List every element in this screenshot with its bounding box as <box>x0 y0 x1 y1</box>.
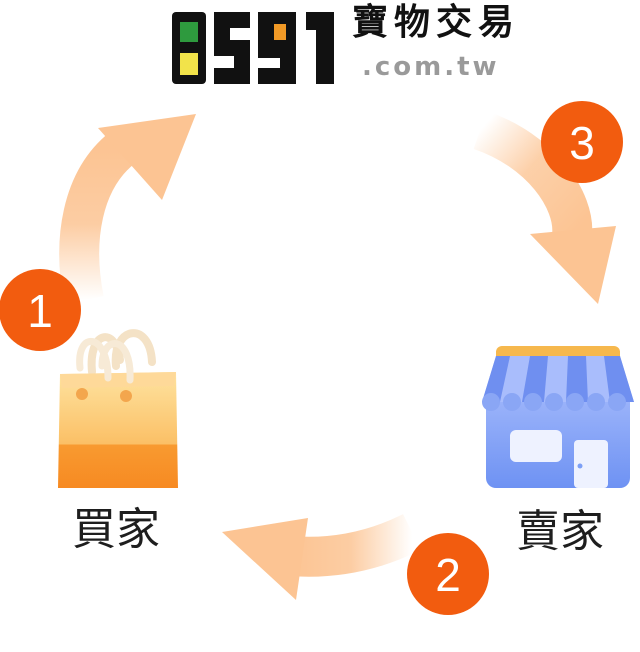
logo-digit-1 <box>306 12 334 84</box>
step-number: 3 <box>569 117 595 169</box>
logo-digit-9 <box>258 12 296 84</box>
logo-digits <box>172 12 334 84</box>
arrow-platform-to-seller <box>473 111 616 304</box>
logo-digit-5 <box>214 12 250 84</box>
step-badge-3: 3 <box>541 101 623 183</box>
step-number: 1 <box>27 285 53 337</box>
step-badge-2: 2 <box>407 533 489 615</box>
seller-label: 賣家 <box>516 506 604 557</box>
arrow-seller-to-buyer <box>222 514 421 600</box>
storefront-icon <box>482 346 634 488</box>
logo-chinese-text: 寶物交易 <box>352 1 521 43</box>
logo-domain-text: .com.tw <box>362 52 500 82</box>
shopping-bag-icon <box>58 329 178 488</box>
step-number: 2 <box>435 549 461 601</box>
logo-digit-8 <box>172 12 206 84</box>
step-badge-1: 1 <box>0 269 81 351</box>
buyer-label: 買家 <box>72 504 160 555</box>
arrow-buyer-to-platform <box>59 114 196 304</box>
